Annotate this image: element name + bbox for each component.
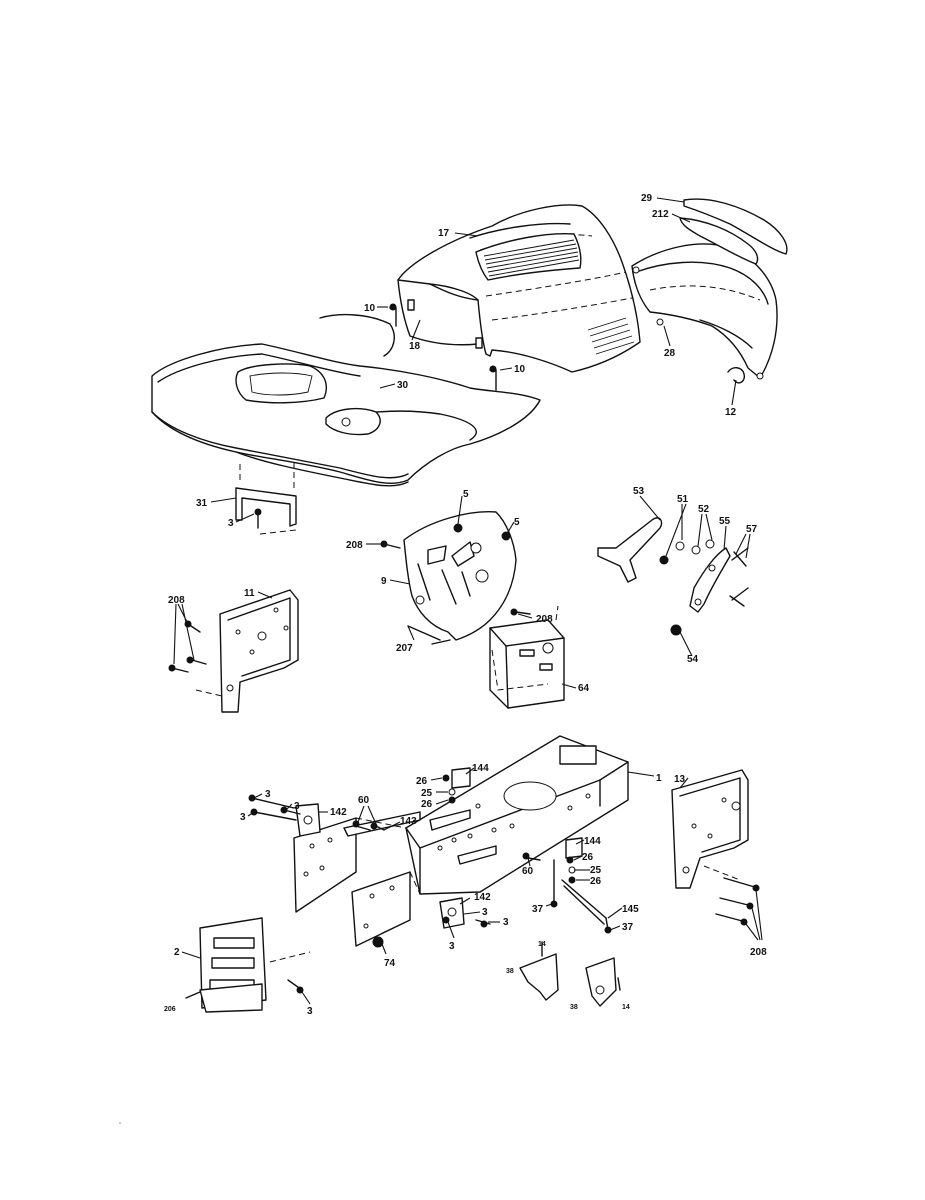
callout-28: 28 bbox=[664, 348, 676, 359]
callout-31: 31 bbox=[196, 498, 208, 509]
hood-bumper bbox=[407, 299, 415, 311]
callout-3: 3 bbox=[449, 941, 455, 952]
hood-part bbox=[397, 204, 641, 373]
front-frame-plate-part bbox=[293, 811, 421, 947]
brake-link-part bbox=[689, 547, 731, 613]
callout-3: 3 bbox=[482, 907, 488, 918]
hood-grille bbox=[475, 232, 582, 281]
callout-1: 1 bbox=[656, 773, 662, 784]
brake-pedal-part bbox=[597, 517, 749, 613]
callout-38: 38 bbox=[570, 1004, 578, 1011]
callout-207: 207 bbox=[396, 643, 413, 654]
callout-26: 26 bbox=[582, 852, 594, 863]
callout-57: 57 bbox=[746, 524, 758, 535]
callout-12: 12 bbox=[725, 407, 737, 418]
callout-26: 26 bbox=[421, 799, 433, 810]
callout-labels: 17 29 212 10 18 10 30 28 12 31 3 5 5 208… bbox=[164, 193, 767, 1017]
hood-side-vents bbox=[587, 317, 635, 355]
callout-3: 3 bbox=[265, 789, 271, 800]
callout-208: 208 bbox=[346, 540, 363, 551]
hood-bumper bbox=[475, 337, 483, 349]
hood-latch-part bbox=[727, 367, 746, 384]
callout-14: 14 bbox=[622, 1004, 630, 1011]
washer-part bbox=[659, 539, 715, 636]
left-side-panel-part bbox=[195, 589, 299, 713]
callout-60: 60 bbox=[522, 866, 534, 877]
fender-part bbox=[151, 313, 541, 487]
rod-part bbox=[561, 879, 607, 919]
callout-143: 143 bbox=[400, 816, 417, 827]
callout-29: 29 bbox=[641, 193, 653, 204]
callout-25: 25 bbox=[421, 788, 433, 799]
callout-55: 55 bbox=[719, 516, 731, 527]
callout-53: 53 bbox=[633, 486, 645, 497]
callout-208: 208 bbox=[536, 614, 553, 625]
callout-10: 10 bbox=[364, 303, 376, 314]
callout-212: 212 bbox=[652, 209, 669, 220]
callout-3: 3 bbox=[240, 812, 246, 823]
callout-60: 60 bbox=[358, 795, 370, 806]
callout-144: 144 bbox=[472, 763, 489, 774]
fender-bracket-part bbox=[235, 460, 297, 535]
callout-38: 38 bbox=[506, 968, 514, 975]
callout-13: 13 bbox=[674, 774, 686, 785]
callout-26: 26 bbox=[590, 876, 602, 887]
axle-plate-part bbox=[343, 811, 421, 837]
callout-142: 142 bbox=[330, 807, 347, 818]
callout-208: 208 bbox=[168, 595, 185, 606]
callout-18: 18 bbox=[409, 341, 421, 352]
right-side-panel-part bbox=[671, 769, 749, 889]
callout-74: 74 bbox=[384, 958, 396, 969]
callout-52: 52 bbox=[698, 504, 710, 515]
callout-3: 3 bbox=[294, 801, 300, 812]
callout-208: 208 bbox=[750, 947, 767, 958]
callout-3: 3 bbox=[228, 518, 234, 529]
callout-142: 142 bbox=[474, 892, 491, 903]
callout-37: 37 bbox=[532, 904, 544, 915]
rear-bracket-part bbox=[519, 953, 617, 1007]
callout-37: 37 bbox=[622, 922, 634, 933]
callout-11: 11 bbox=[244, 588, 255, 599]
headlight-lens-part bbox=[683, 198, 788, 255]
callout-9: 9 bbox=[381, 576, 387, 587]
callout-14: 14 bbox=[538, 941, 546, 948]
callout-144: 144 bbox=[584, 836, 601, 847]
callout-3: 3 bbox=[307, 1006, 313, 1017]
rod-part bbox=[563, 885, 605, 925]
callout-54: 54 bbox=[687, 654, 699, 665]
grille-nose-part bbox=[631, 243, 778, 380]
callout-206: 206 bbox=[164, 1006, 176, 1013]
callout-145: 145 bbox=[622, 904, 639, 915]
front-bumper-part bbox=[199, 917, 311, 1013]
callout-17: 17 bbox=[438, 228, 450, 239]
main-frame-part bbox=[405, 735, 629, 895]
scan-speck bbox=[119, 1122, 121, 1124]
callout-51: 51 bbox=[677, 494, 689, 505]
callout-5: 5 bbox=[514, 517, 520, 528]
callout-64: 64 bbox=[578, 683, 590, 694]
callout-25: 25 bbox=[590, 865, 602, 876]
headlight-bracket-part bbox=[679, 217, 759, 265]
steering-support-part bbox=[489, 605, 565, 709]
callout-2: 2 bbox=[174, 947, 180, 958]
dash-panel-part bbox=[403, 511, 517, 641]
leader-lines bbox=[173, 197, 763, 1005]
callout-26: 26 bbox=[416, 776, 428, 787]
callout-30: 30 bbox=[397, 380, 409, 391]
callout-5: 5 bbox=[463, 489, 469, 500]
callout-3: 3 bbox=[503, 917, 509, 928]
callout-10: 10 bbox=[514, 364, 526, 375]
